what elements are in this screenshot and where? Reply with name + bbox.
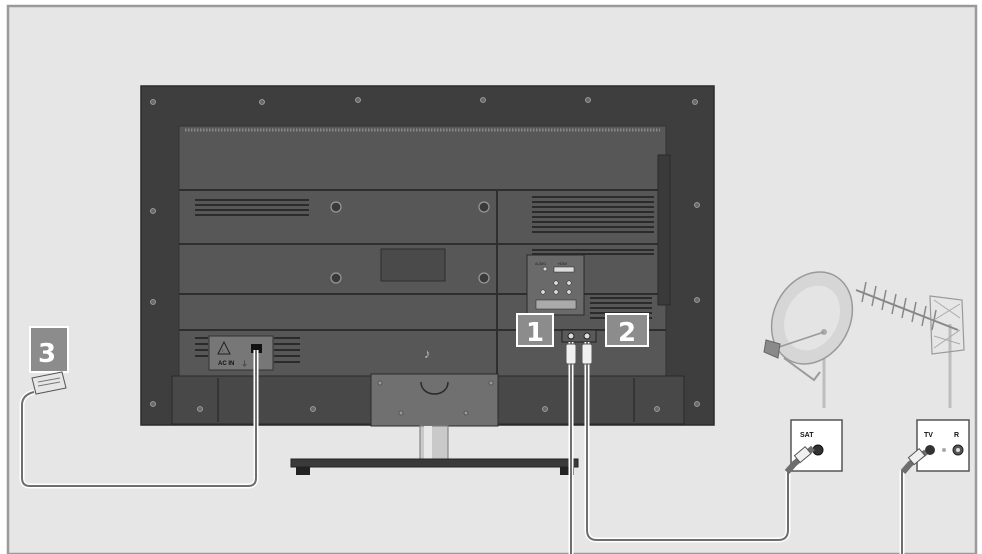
sat-socket-label: SAT (800, 432, 814, 439)
mains-plug (31, 371, 67, 395)
ac-in-socket: ! AC IN ⏚ (208, 335, 274, 371)
callout-1: 1 (516, 313, 554, 348)
callout-2-label: 2 (618, 318, 636, 348)
power-socket (251, 344, 262, 353)
scart-port (535, 299, 577, 310)
stand-base (290, 458, 579, 468)
side-button-strip (657, 154, 671, 306)
svg-text:!: ! (222, 348, 223, 353)
vesa-mount-holes (330, 201, 490, 284)
terrestrial-antenna-icon (855, 281, 965, 408)
rating-label-plate (380, 248, 446, 282)
stand-mount-plate (370, 373, 499, 427)
antenna-ports (561, 329, 597, 343)
left-lower-vent (195, 337, 300, 363)
hdmi-port-label: HDMI (558, 262, 567, 266)
callout-2: 2 (605, 313, 649, 348)
tv-socket-label: TV (924, 432, 933, 439)
connector-panel: AUDIO HDMI (526, 254, 585, 316)
hdmi-port (553, 266, 575, 273)
bezel-screws (150, 97, 700, 407)
ac-in-label: AC IN (218, 361, 234, 367)
right-upper-vent (532, 196, 654, 255)
satellite-cable (586, 342, 789, 541)
cable-plugs-tv (565, 343, 593, 365)
callout-3: 3 (29, 326, 69, 373)
tv-stand (290, 373, 579, 475)
power-cable (21, 350, 257, 487)
callout-1-label: 1 (526, 318, 544, 348)
ground-icon: ⏚ (241, 360, 248, 368)
left-upper-vent (195, 199, 309, 216)
audio-jack (542, 266, 548, 272)
cable-clip-icon: ♪ (424, 346, 431, 361)
sat-wall-socket: SAT (784, 419, 843, 474)
callout-3-label: 3 (38, 339, 56, 369)
audio-port-label: AUDIO (535, 262, 546, 266)
satellite-dish-icon (763, 271, 854, 408)
radio-socket-label: R (954, 432, 959, 439)
tv-radio-wall-socket: TV R (900, 419, 970, 474)
